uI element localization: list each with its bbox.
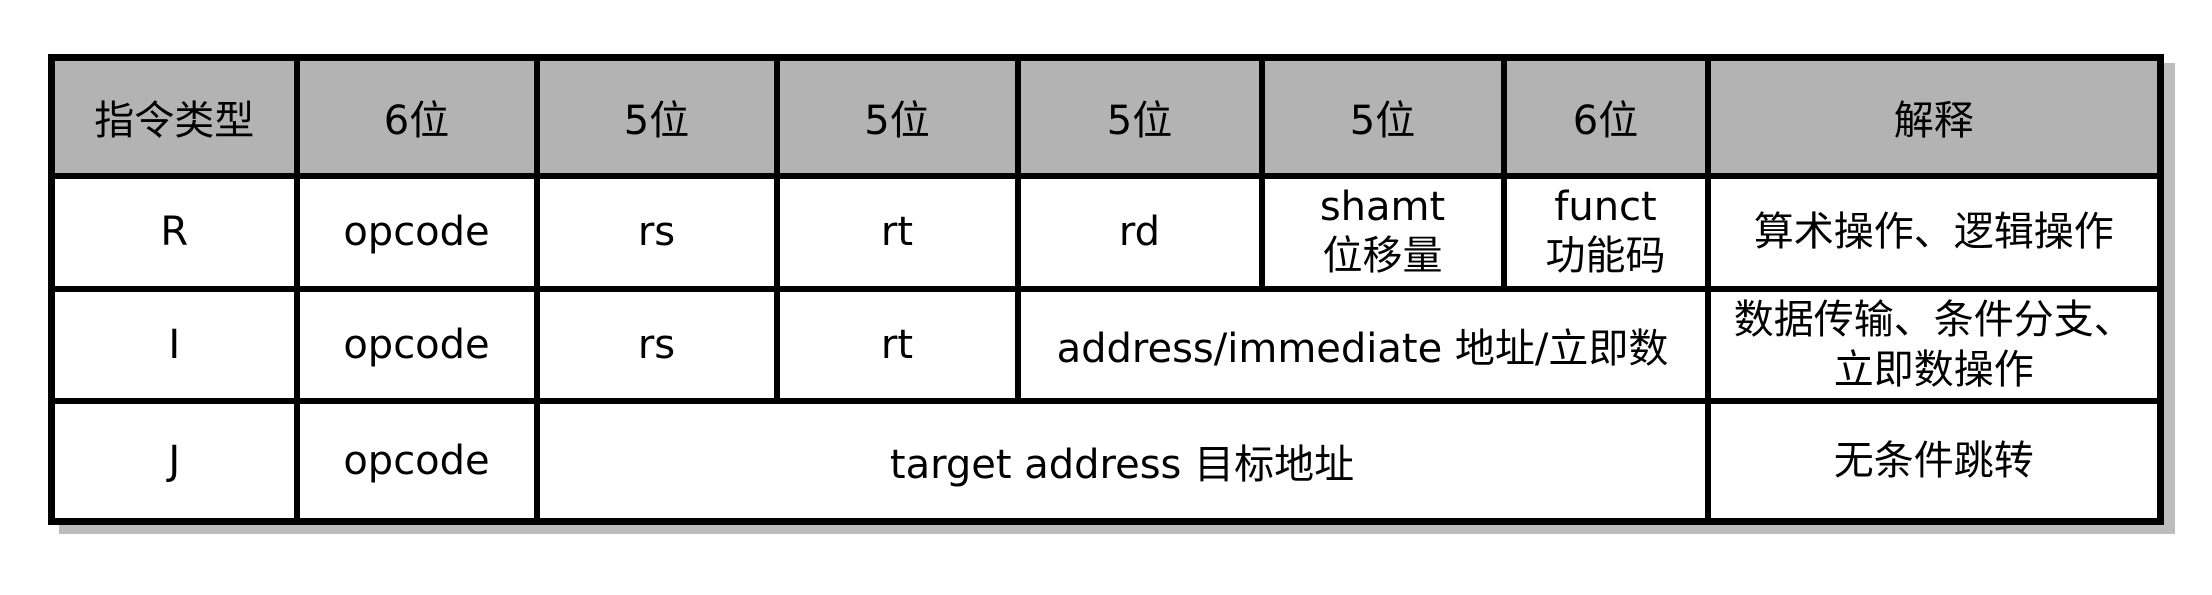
cell-i-rs: rs [533,285,780,404]
cell-j-type: J [48,397,300,525]
header-cell-5bit-rs: 5位 [533,54,780,179]
cell-r-funct-en: funct [1554,184,1657,231]
cell-r-funct: funct 功能码 [1500,172,1711,292]
cell-j-target-address: target address 目标地址 [533,397,1711,525]
cell-i-opcode: opcode [293,285,540,404]
cell-r-type: R [48,172,300,292]
cell-r-rs: rs [533,172,780,292]
table-header-row: 指令类型 6位 5位 5位 5位 5位 6位 解释 [48,54,2164,179]
cell-i-explain-line2: 立即数操作 [1833,346,2034,393]
header-cell-instruction-type: 指令类型 [48,54,300,179]
cell-i-explain-line1: 数据传输、条件分支、 [1733,296,2134,343]
header-cell-6bit-funct: 6位 [1500,54,1711,179]
header-cell-5bit-rd: 5位 [1014,54,1265,179]
header-cell-5bit-shamt: 5位 [1258,54,1507,179]
table-row-j-type: J opcode target address 目标地址 无条件跳转 [48,397,2164,525]
cell-r-rd: rd [1014,172,1265,292]
cell-r-explain: 算术操作、逻辑操作 [1704,172,2164,292]
cell-r-shamt-zh: 位移量 [1322,233,1443,279]
header-cell-5bit-rt: 5位 [773,54,1021,179]
cell-i-address-immediate: address/immediate 地址/立即数 [1014,285,1711,404]
cell-r-shamt: shamt 位移量 [1258,172,1507,292]
cell-j-explain: 无条件跳转 [1704,397,2164,525]
header-cell-explain: 解释 [1704,54,2164,179]
cell-i-type: I [48,285,300,404]
mips-instruction-format-table: 指令类型 6位 5位 5位 5位 5位 6位 解释 R opcode rs rt… [48,54,2164,525]
cell-j-opcode: opcode [293,397,540,525]
cell-i-explain: 数据传输、条件分支、 立即数操作 [1704,285,2164,404]
header-cell-6bit-opcode: 6位 [293,54,540,179]
cell-r-rt: rt [773,172,1021,292]
table-row-r-type: R opcode rs rt rd shamt 位移量 funct 功能码 算术… [48,172,2164,292]
table-row-i-type: I opcode rs rt address/immediate 地址/立即数 … [48,285,2164,404]
cell-i-rt: rt [773,285,1021,404]
cell-r-funct-zh: 功能码 [1545,233,1666,279]
cell-r-shamt-en: shamt [1319,184,1446,231]
cell-r-opcode: opcode [293,172,540,292]
